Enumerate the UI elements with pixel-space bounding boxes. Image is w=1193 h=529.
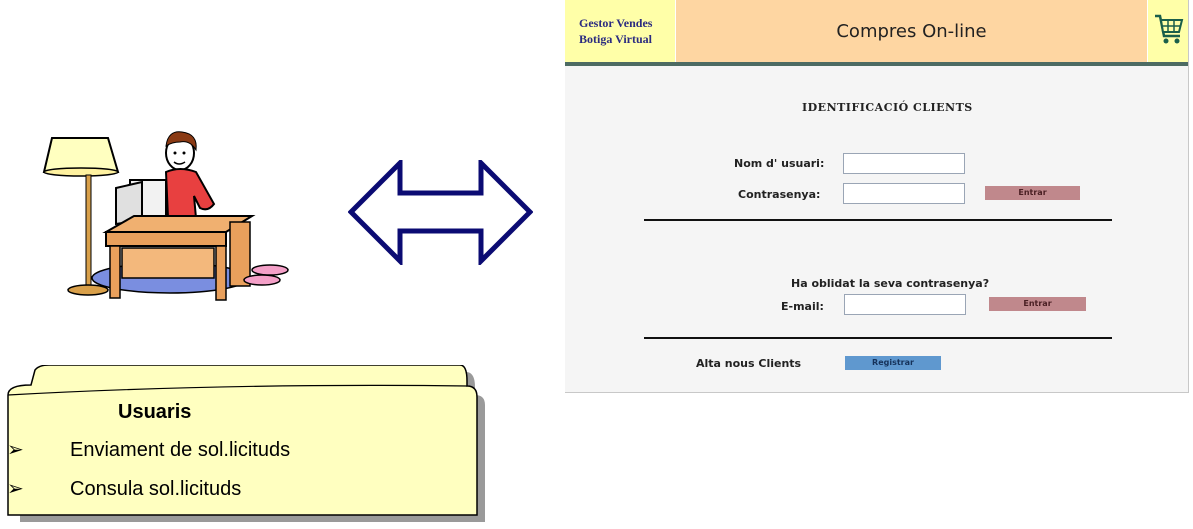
register-label: Alta nous Clients (696, 357, 802, 370)
users-note-content: Usuaris ➢ Enviament de sol.licituds ➢ Cons… (5, 392, 485, 522)
header-divider (565, 62, 1188, 66)
logo-line-2: Botiga Virtual (579, 32, 653, 46)
login-heading: IDENTIFICACIÓ CLIENTS (802, 101, 973, 114)
store-logo[interactable]: Gestor Vendes Botiga Virtual (565, 0, 675, 62)
section-divider (644, 337, 1112, 339)
shopping-cart-icon (1155, 14, 1184, 44)
username-label: Nom d' usuari: (734, 157, 825, 170)
password-label: Contrasenya: (738, 188, 821, 201)
login-submit-button[interactable]: Entrar (985, 186, 1080, 200)
note-list-item: ➢ Consula sol.licituds (5, 476, 241, 501)
note-item-label: Consula sol.licituds (70, 478, 242, 500)
logo-line-1: Gestor Vendes (579, 16, 653, 30)
page-header: Gestor Vendes Botiga Virtual Compres On-… (565, 0, 1188, 62)
arrow-bullet-icon: ➢ (7, 439, 24, 461)
user-at-computer-illustration (42, 131, 289, 301)
email-input[interactable] (844, 294, 966, 315)
note-item-label: Enviament de sol.licituds (70, 439, 291, 461)
username-input[interactable] (843, 153, 965, 174)
users-note-box (7, 365, 485, 522)
section-divider (644, 219, 1112, 221)
email-label: E-mail: (781, 300, 824, 313)
password-input[interactable] (843, 183, 965, 204)
note-title: Usuaris (118, 401, 192, 423)
title-banner: Compres On-line (676, 0, 1147, 62)
note-list-item: ➢ Enviament de sol.licituds (5, 437, 290, 462)
bidirectional-arrow (348, 160, 533, 265)
arrow-bullet-icon: ➢ (7, 478, 24, 500)
page-title: Compres On-line (836, 21, 987, 42)
forgot-password-heading: Ha oblidat la seva contrasenya? (791, 277, 990, 290)
register-button[interactable]: Registrar (845, 356, 941, 370)
online-shop-login-page: Gestor Vendes Botiga Virtual Compres On-… (565, 0, 1189, 393)
recover-submit-button[interactable]: Entrar (989, 297, 1086, 311)
cart-button[interactable] (1148, 0, 1188, 62)
